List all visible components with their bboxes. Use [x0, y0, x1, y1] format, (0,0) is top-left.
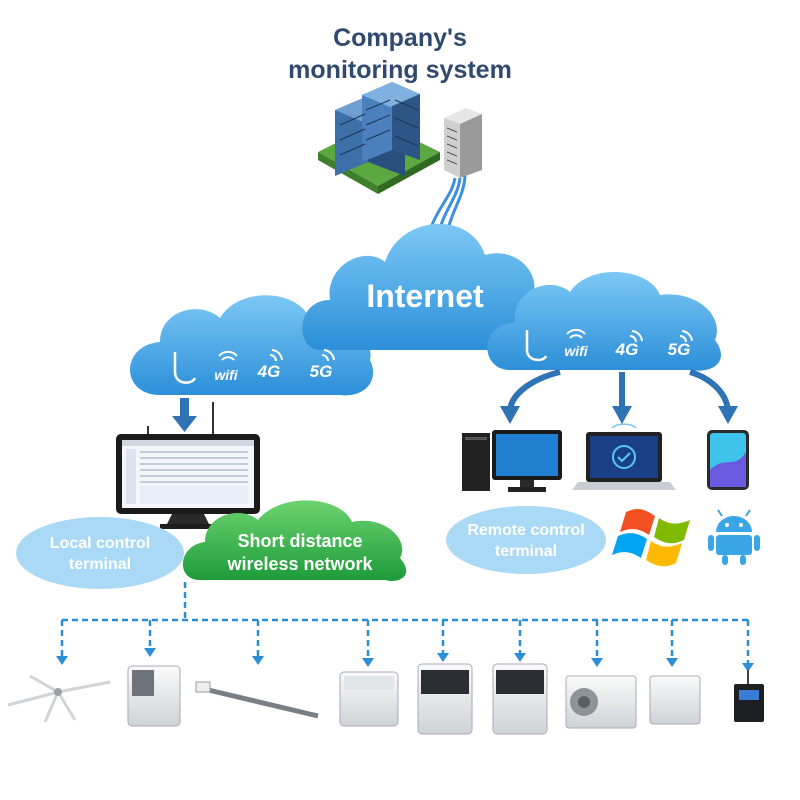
page-title: Company's monitoring system [240, 22, 560, 86]
right-cloud [487, 271, 721, 371]
remote-terminal-line-1: Remote control [467, 522, 585, 539]
air-purifier-icon [127, 665, 181, 727]
short-network-line-2: wireless network [227, 554, 373, 574]
cable-icon [525, 330, 548, 362]
building-icon [318, 82, 440, 194]
title-line-2: monitoring system [288, 56, 512, 84]
remote-terminal-line-2: terminal [494, 543, 558, 560]
remote-terminal-bubble [446, 506, 606, 574]
local-terminal-label: Local control terminal [26, 533, 174, 575]
laptop-icon [572, 423, 676, 490]
short-network-cloud [182, 500, 407, 581]
cooler-icon [492, 663, 548, 735]
server-rack-icon [430, 108, 482, 231]
cooler-icon [417, 663, 473, 735]
remote-terminal-label: Remote control terminal [452, 520, 600, 562]
local-terminal-line-1: Local control [49, 535, 151, 552]
right-wifi-label: wifi [564, 343, 588, 359]
arrow-to-local [172, 398, 197, 432]
air-box-icon [649, 675, 701, 725]
arrows-to-remote [507, 369, 731, 411]
left-5g-label: 5G [309, 362, 333, 381]
short-network-label: Short distance wireless network [200, 530, 400, 576]
exhaust-fan-icon [565, 675, 637, 729]
local-terminal-bubble [16, 517, 184, 589]
signal-icon [218, 328, 693, 362]
android-logo-icon [708, 509, 760, 565]
internet-label: Internet [366, 278, 484, 314]
air-unit-icon [339, 671, 399, 727]
ceiling-fan-icon [7, 674, 111, 723]
controller-box-icon [734, 670, 764, 722]
right-4g-label: 4G [615, 340, 639, 359]
right-5g-label: 5G [667, 340, 691, 359]
desktop-pc-icon [462, 430, 562, 492]
distribution-lines [60, 582, 750, 665]
internet-cloud [302, 223, 543, 351]
smartphone-icon [707, 430, 749, 490]
title-line-1: Company's [333, 24, 467, 52]
local-terminal-line-2: terminal [68, 556, 132, 573]
cable-icon [173, 352, 197, 384]
distribution-arrowheads [56, 648, 754, 672]
monitor-icon [116, 402, 260, 529]
windows-logo-icon [612, 509, 690, 567]
left-wifi-label: wifi [214, 367, 238, 383]
short-network-line-1: Short distance [237, 531, 363, 551]
left-4g-label: 4G [257, 362, 281, 381]
light-bar-icon [195, 681, 319, 719]
